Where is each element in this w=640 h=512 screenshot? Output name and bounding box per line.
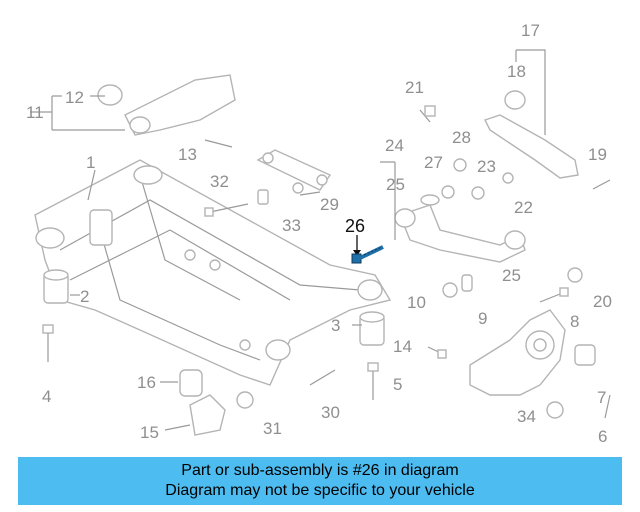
subframe-assembly	[34, 159, 392, 386]
bushing-left	[43, 269, 69, 304]
upper-control-arm	[97, 74, 236, 136]
callout-12: 12	[65, 88, 84, 107]
callout-labels: 1 2 3 4 5 6 7 8 9 10 11 12 13 14 15 16 1…	[26, 21, 612, 446]
callout-18: 18	[507, 62, 526, 81]
small-parts	[179, 158, 583, 436]
callout-19: 19	[588, 145, 607, 164]
caption-line-1: Part or sub-assembly is #26 in diagram	[181, 462, 459, 479]
callout-33: 33	[282, 216, 301, 235]
trailing-arm	[484, 90, 579, 179]
callout-20: 20	[593, 292, 612, 311]
callout-15: 15	[140, 423, 159, 442]
callout-3: 3	[331, 316, 340, 335]
callout-1: 1	[86, 153, 95, 172]
callout-25a: 25	[386, 175, 405, 194]
callout-28: 28	[452, 128, 471, 147]
callout-17: 17	[521, 21, 540, 40]
callout-27: 27	[424, 153, 443, 172]
callout-23: 23	[477, 157, 496, 176]
leader-lines	[30, 49, 611, 431]
bolts	[42, 105, 611, 400]
wheel-knuckle	[469, 309, 596, 396]
callout-26: 26	[345, 216, 365, 236]
callout-9: 9	[478, 309, 487, 328]
callout-2: 2	[80, 287, 89, 306]
highlighted-bolt-26	[351, 235, 384, 264]
caption-line-2: Diagram may not be specific to your vehi…	[165, 482, 475, 499]
callout-16: 16	[137, 373, 156, 392]
callout-7: 7	[597, 388, 606, 407]
callout-34: 34	[517, 407, 536, 426]
callout-32: 32	[210, 172, 229, 191]
bushing-right	[359, 311, 385, 346]
callout-30: 30	[321, 403, 340, 422]
callout-21: 21	[405, 78, 424, 97]
callout-14: 14	[393, 337, 412, 356]
caption-banner: Part or sub-assembly is #26 in diagram D…	[18, 457, 622, 505]
toe-link	[394, 194, 526, 263]
callout-4: 4	[42, 387, 51, 406]
callout-6: 6	[598, 427, 607, 446]
callout-10: 10	[407, 293, 426, 312]
callout-29: 29	[320, 195, 339, 214]
callout-25b: 25	[502, 266, 521, 285]
callout-31: 31	[263, 419, 282, 438]
lateral-link	[256, 149, 332, 191]
callout-22: 22	[514, 198, 533, 217]
callout-5: 5	[393, 375, 402, 394]
callout-24: 24	[385, 136, 404, 155]
parts-diagram: 1 2 3 4 5 6 7 8 9 10 11 12 13 14 15 16 1…	[26, 21, 612, 446]
callout-8: 8	[570, 312, 579, 331]
callout-11: 11	[26, 103, 44, 122]
callout-13: 13	[178, 145, 197, 164]
